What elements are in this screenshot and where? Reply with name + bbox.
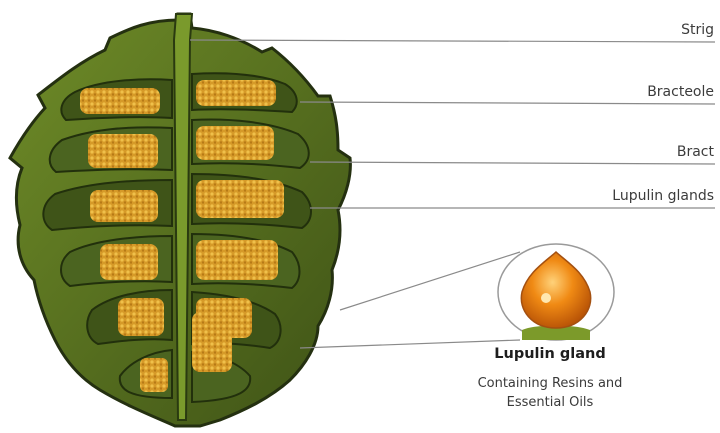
lupulin-gland-illustration xyxy=(498,244,614,340)
leader-line-bract xyxy=(310,162,715,164)
leader-line-bracteole xyxy=(300,102,715,104)
label-strig: Strig xyxy=(681,22,714,38)
gland-highlight xyxy=(541,293,551,303)
label-bracteole: Bracteole xyxy=(647,84,714,100)
label-lupulin-glands: Lupulin glands xyxy=(612,188,714,204)
leader-line-gland-upper xyxy=(340,252,520,310)
label-bract: Bract xyxy=(677,144,714,160)
gland-callout-description: Containing Resins and Essential Oils xyxy=(440,374,660,412)
gland-description-line-1: Containing Resins and xyxy=(440,374,660,393)
leader-line-strig xyxy=(190,40,715,42)
gland-callout-title: Lupulin gland xyxy=(440,346,660,362)
gland-description-line-2: Essential Oils xyxy=(440,393,660,412)
